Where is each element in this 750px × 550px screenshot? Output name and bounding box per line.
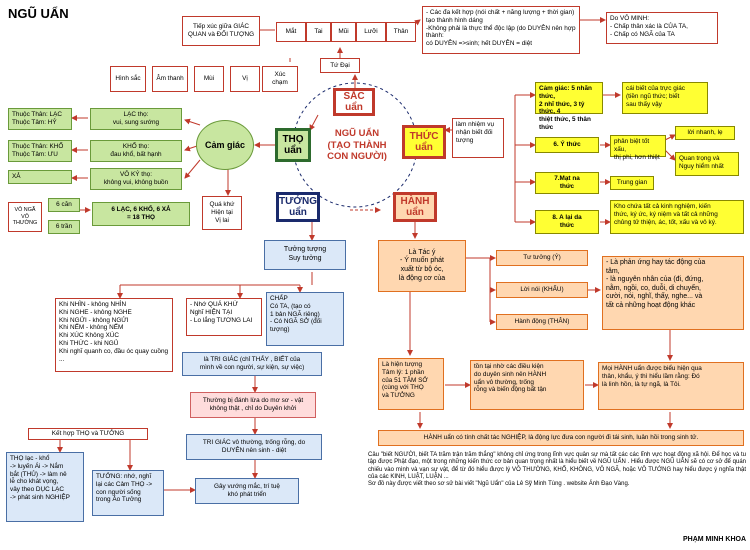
mat-na-box: 7.Mạt na thức [535, 172, 599, 194]
hanh-uan-box: HÀNH uẩn [393, 192, 437, 222]
hien-tuong-box: Là hiện tượng Tâm lý: 1 phần của 51 TÂM … [378, 358, 444, 410]
signature: PHẠM MINH KHOA [683, 536, 746, 543]
chap-box: CHẤP Có TA, (tạo có 1 bản NGÃ riêng) - C… [266, 292, 344, 346]
object-taste: Vị [230, 66, 260, 92]
tho-uan-box: THỌ uẩn [275, 128, 311, 162]
contact-box: Tiếp xúc giữa GIÁC QUAN và ĐỐI TƯỢNG [182, 16, 260, 46]
center-label: NGŨ UẨN (TẠO THÀNH CON NGƯỜI) [317, 108, 397, 183]
ket-hop-box: Kết hợp THỌ và TƯỞNG [28, 428, 148, 440]
six-faculties: 6 căn [48, 198, 80, 212]
sense-nose: Mũi [331, 22, 356, 42]
cam-giac-item: Cảm giác: 5 nhãn thức, 2 nhĩ thức, 3 tỷ … [535, 82, 603, 131]
tu-dai-box: Tứ Đại [320, 58, 360, 73]
lam-nhiem-box: làm nhiệm vụ nhận biết đối tượng [452, 118, 504, 158]
loi-noi-box: Lời nói (KHẨU) [496, 282, 588, 298]
tri-giac-2-box: TRI GIÁC vô thường, trống rỗng, do DUYÊN… [186, 434, 322, 460]
ton-tai-box: tồn tại nhờ các điều kiện do duyên sinh … [470, 360, 584, 410]
tho-left-1: Thuộc Thân: LẠC Thuộc Tâm: HỶ [8, 108, 72, 130]
hanh-bottom-box: HÀNH uẩn có tính chất tác NGHIỆP, là độn… [378, 430, 744, 446]
a-lai-da-box: 8. A lại da thức [535, 210, 599, 234]
hanh-dong-box: Hành động (THÂN) [496, 314, 588, 330]
thuong-bi-box: Thường bị đánh lừa do mơ sơ - vật không … [190, 392, 316, 418]
tac-y-box: Là Tác ý - Ý muốn phát xuất từ bộ óc, là… [378, 240, 466, 292]
moi-hanh-box: Mọi HÀNH uẩn được biểu hiện qua thân, kh… [598, 362, 744, 410]
footnote: Câu "biết NGƯỜI, biết TA trăm trận trăm … [368, 452, 746, 488]
khi-list-box: Khi NHÌN - không NHÌN Khi NGHE - không N… [55, 298, 173, 372]
center-main: NGŨ UẨN [334, 128, 380, 140]
object-touch: Xúc chạm [262, 66, 298, 92]
tho-right-3: VÔ KÝ thọ: không vui, không buồn [90, 168, 182, 190]
loi-nhanh-box: lời nhanh, lẹ [675, 126, 735, 140]
gay-vuong-box: Gây vướng mắc, trí tuệ khó phát triển [195, 478, 299, 504]
sense-ear: Tai [306, 22, 331, 42]
tho-left-3: XẢ [8, 170, 72, 184]
tu-tuong-box: Tư tưởng (Ý) [496, 250, 588, 266]
object-form: Hình sắc [110, 66, 146, 92]
thuc-uan-box: THỨC uẩn [402, 125, 446, 159]
tuong-tuong-box: Tưởng tượng Suy tưởng [264, 240, 346, 270]
object-smell: Mùi [194, 66, 224, 92]
six-objects: 6 trần [48, 220, 80, 234]
tuong-nho-box: TƯỞNG: nhớ, nghĩ lại các Cảm THỌ -> con … [92, 470, 164, 516]
sac-uan-box: SẮC uẩn [333, 88, 375, 116]
vo-ngai-box: VÔ NGÃ VÔ THƯỜNG [8, 202, 42, 232]
sense-body: Thân [386, 22, 416, 42]
cam-giac-desc: cái biết của trực giác (tiền ngũ thức; b… [622, 82, 708, 114]
tho-right-2: KHỔ thọ: đau khổ, bất hạnh [90, 140, 182, 162]
sense-tongue: Lưỡi [356, 22, 386, 42]
qua-khu-box: Quá khứ Hiện tại Vị lai [202, 196, 242, 230]
diagram-title: NGŨ UẨN [8, 6, 69, 21]
cam-giac-ellipse: Cảm giác [196, 120, 254, 170]
tri-giac-box: là TRI GIÁC (chỉ THẤY , BIẾT của mình về… [182, 352, 322, 376]
tuong-uan-box: TƯỞNG uẩn [276, 192, 320, 222]
kho-chua-box: Kho chứa tất cả kinh nghiệm, kiến thức, … [610, 200, 744, 234]
phan-biet-box: phân biệt tốt xấu, thị phi, hơn thiệt [610, 135, 666, 161]
center-sub: (TẠO THÀNH CON NGƯỜI) [327, 139, 387, 163]
nho-qua-khu-box: - Nhớ QUÁ KHỨ Nghĩ HIỆN TẠI - Lo lắng TƯ… [186, 298, 262, 336]
vo-minh-box: Do VÔ MINH: - Chấp thân xác là CỦA TA, -… [606, 12, 718, 44]
tho-left-2: Thuộc Thân: KHỔ Thuộc Tâm: ƯU [8, 140, 72, 162]
sense-eye: Mắt [276, 22, 306, 42]
y-thuc-box: 6. Ý thức [535, 137, 599, 153]
tho-right-1: LẠC thọ: vui, sung sướng [90, 108, 182, 130]
object-sound: Âm thanh [152, 66, 188, 92]
trung-gian-box: Trung gian [610, 176, 654, 190]
phan-ung-box: - Là phản ứng hay tác động của tâm, - là… [602, 256, 744, 330]
tho-lac-box: THỌ lạc - khổ -> luyến Ái -> Nắm bắt (TH… [6, 452, 84, 522]
eighteen-feelings: 6 LẠC, 6 KHỔ, 6 XẢ = 18 THỌ [92, 202, 190, 226]
sac-description: - Các đa kết hợp (nói chất + năng lượng … [422, 6, 580, 54]
quan-trong-box: Quan trọng và Nguy hiểm nhất [675, 152, 739, 176]
